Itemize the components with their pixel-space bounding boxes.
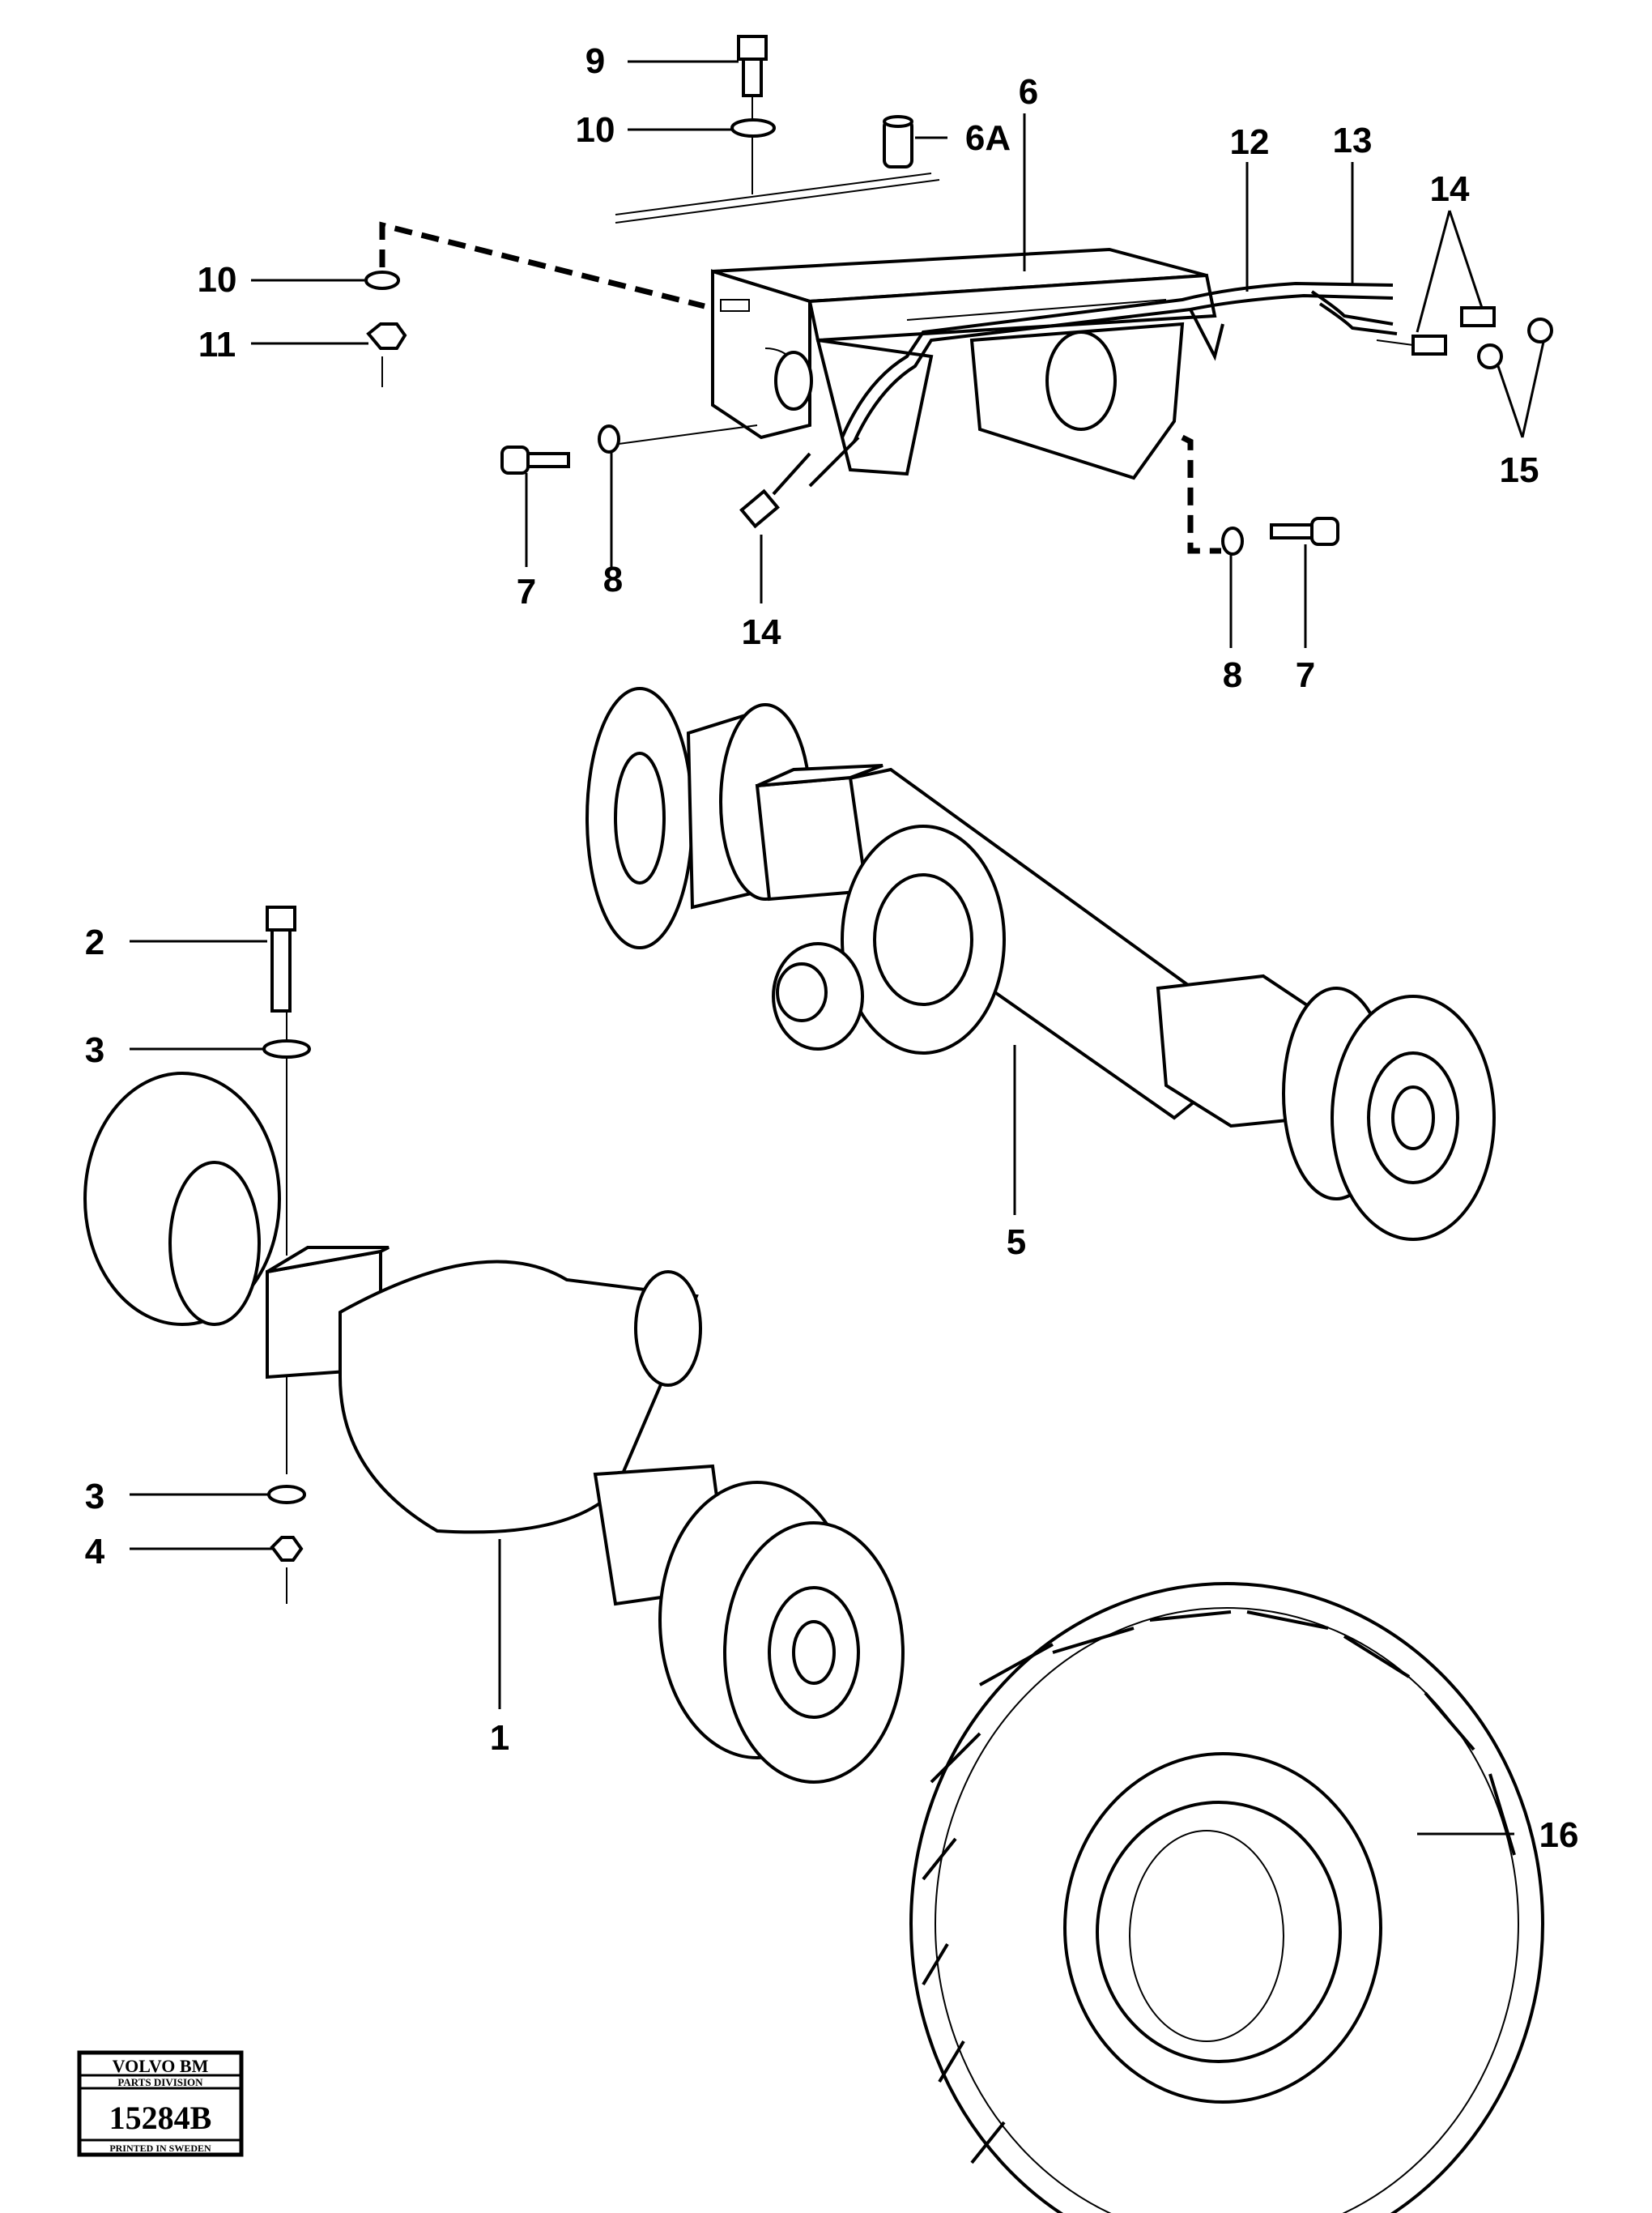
callout-9: 9 [585, 41, 605, 81]
washer-8-left-drawing [598, 424, 758, 454]
callout-16: 16 [1539, 1815, 1579, 1855]
washer-10-left-drawing [364, 271, 400, 290]
callout-3-bottom: 3 [85, 1477, 104, 1516]
bolt-7-left-drawing [500, 446, 570, 475]
callout-1: 1 [490, 1718, 509, 1758]
leader-lines [130, 60, 1545, 1836]
pin-6a-drawing [883, 115, 913, 168]
callout-7-left: 7 [517, 572, 536, 612]
washer-10-top-drawing [730, 118, 776, 138]
stamp-printed: PRINTED IN SWEDEN [109, 2143, 211, 2154]
fitting-14-bottom [739, 452, 811, 529]
brake-pipes-12-13 [808, 281, 1398, 488]
stamp-brand: VOLVO BM [113, 2056, 209, 2076]
callout-7-right: 7 [1296, 655, 1315, 695]
callout-5: 5 [1007, 1222, 1026, 1262]
callout-4: 4 [85, 1532, 105, 1571]
callout-8-right: 8 [1223, 655, 1242, 695]
callout-11: 11 [198, 325, 236, 365]
callout-10-left: 10 [198, 260, 237, 300]
bogie-bracket-assembly [364, 35, 1553, 556]
washer-8-right-drawing [1221, 527, 1244, 556]
dashed-line-left [379, 221, 705, 309]
nut-11-drawing [366, 322, 407, 387]
callout-labels: 9 10 6 6A 12 13 14 10 11 15 7 8 14 8 7 2… [85, 41, 1579, 1855]
bracket-6-drawing [711, 247, 1217, 480]
stamp-number: 15284B [109, 2100, 212, 2136]
callout-15: 15 [1500, 450, 1539, 490]
callout-6: 6 [1019, 72, 1038, 112]
callout-6a: 6A [965, 118, 1011, 158]
callout-14-right: 14 [1430, 169, 1470, 209]
axle-5-drawing [585, 687, 1496, 1241]
bolt-7-right-drawing [1270, 517, 1339, 546]
callout-10-top: 10 [576, 110, 615, 150]
bolt-9-drawing [737, 35, 768, 194]
axle-1-drawing [83, 906, 905, 1784]
callout-3-top: 3 [85, 1030, 104, 1070]
callout-14-bottom: 14 [742, 612, 781, 652]
tire-16-drawing [909, 1582, 1544, 2213]
volvo-bm-stamp: VOLVO BM PARTS DIVISION 15284B PRINTED I… [77, 2050, 244, 2157]
callout-12: 12 [1230, 122, 1270, 162]
callout-8-left: 8 [603, 560, 623, 599]
callout-13: 13 [1333, 121, 1373, 160]
dashed-line-right [1181, 434, 1221, 554]
callout-2: 2 [85, 923, 104, 962]
stamp-division: PARTS DIVISION [117, 2076, 203, 2088]
fittings-14-15-right [1376, 306, 1553, 369]
